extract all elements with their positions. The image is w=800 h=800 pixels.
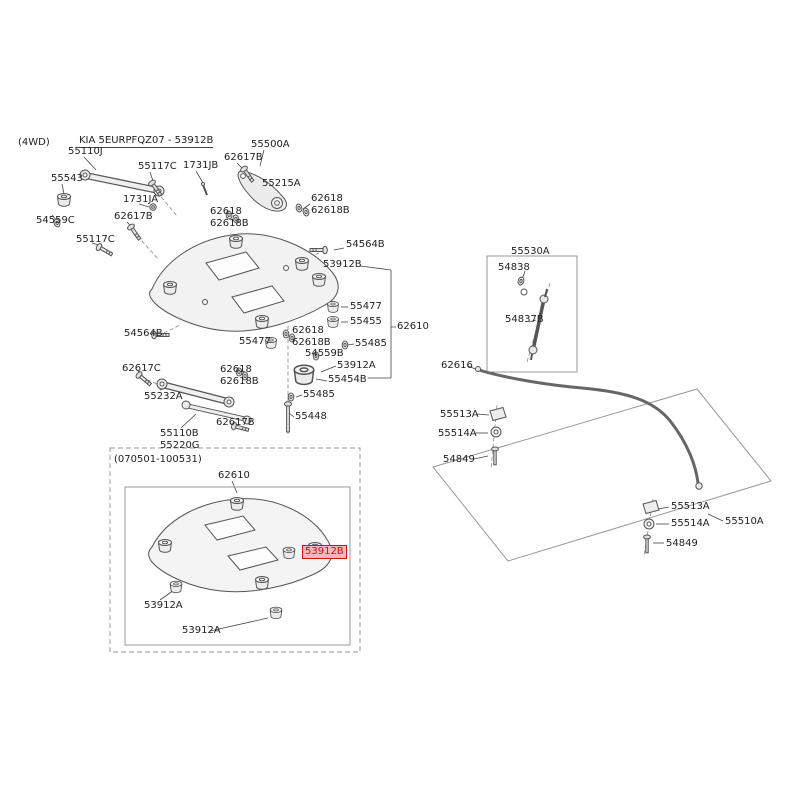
- part-label-highlighted[interactable]: 53912B: [302, 545, 347, 559]
- catalog-header: KIA 5EURPFQZ07 - 53912B: [79, 135, 214, 148]
- part-label[interactable]: 53912A: [337, 360, 376, 371]
- part-label[interactable]: 55514A: [438, 428, 477, 439]
- variant-crossmember-drawing: [148, 497, 333, 620]
- part-label[interactable]: 55448: [295, 411, 327, 422]
- part-label[interactable]: 62610: [397, 321, 429, 332]
- part-label[interactable]: 54849: [666, 538, 698, 549]
- part-label[interactable]: 54849: [443, 454, 475, 465]
- crossmember-drawing: [149, 233, 339, 332]
- stabilizer-bar-assembly: [432, 255, 772, 562]
- part-label[interactable]: (070501-100531): [114, 454, 202, 465]
- part-label[interactable]: 62618 62618B: [311, 193, 350, 216]
- lower-control-arms: [134, 367, 252, 435]
- part-label[interactable]: 53912A: [182, 625, 221, 636]
- part-label[interactable]: 55485: [355, 338, 387, 349]
- part-label[interactable]: 62617B: [114, 211, 153, 222]
- part-label[interactable]: 55513A: [671, 501, 710, 512]
- mount-hardware-stack: [151, 245, 349, 433]
- part-label[interactable]: 54559B: [305, 348, 344, 359]
- part-label[interactable]: 55232A: [144, 391, 183, 402]
- part-label[interactable]: 62617B: [216, 417, 255, 428]
- part-label[interactable]: 55477: [239, 336, 271, 347]
- part-label[interactable]: 55530A: [511, 246, 550, 257]
- part-label[interactable]: 54837B: [505, 314, 544, 325]
- part-label[interactable]: 54564B: [346, 239, 385, 250]
- part-label[interactable]: 54838: [498, 262, 530, 273]
- part-label[interactable]: 55510A: [725, 516, 764, 527]
- part-label[interactable]: 53912A: [144, 600, 183, 611]
- part-label[interactable]: 54559C: [36, 215, 75, 226]
- part-label[interactable]: 62618 62618B: [292, 325, 331, 348]
- part-label[interactable]: 55117C: [138, 161, 177, 172]
- part-label[interactable]: 1731JB: [183, 160, 219, 171]
- part-label[interactable]: 55500A: [251, 139, 290, 150]
- part-label[interactable]: 62617B: [224, 152, 263, 163]
- part-label[interactable]: 55117C: [76, 234, 115, 245]
- part-label[interactable]: 55110B 55220G: [160, 428, 200, 451]
- part-label[interactable]: 62618 62618B: [220, 364, 259, 387]
- part-label[interactable]: 55485: [303, 389, 335, 400]
- assembly-axes: [132, 173, 654, 558]
- part-label[interactable]: 55477: [350, 301, 382, 312]
- part-label[interactable]: 62610: [218, 470, 250, 481]
- part-label[interactable]: 55454B: [328, 374, 367, 385]
- part-label[interactable]: 53912B: [323, 259, 362, 270]
- part-label[interactable]: 55513A: [440, 409, 479, 420]
- part-label[interactable]: 55543: [51, 173, 83, 184]
- upper-control-arms: [52, 164, 311, 259]
- part-label[interactable]: 54564B: [124, 328, 163, 339]
- variant-box: [109, 447, 361, 653]
- drivetrain-tag: (4WD): [18, 137, 50, 148]
- part-label[interactable]: 1731JA: [123, 194, 159, 205]
- part-label[interactable]: 55110J: [68, 146, 103, 157]
- part-label[interactable]: 62617C: [122, 363, 161, 374]
- part-label[interactable]: 62616: [441, 360, 473, 371]
- part-label[interactable]: 55215A: [262, 178, 301, 189]
- part-label[interactable]: 55455: [350, 316, 382, 327]
- part-label[interactable]: 55514A: [671, 518, 710, 529]
- part-label[interactable]: 62618 62618B: [210, 206, 249, 229]
